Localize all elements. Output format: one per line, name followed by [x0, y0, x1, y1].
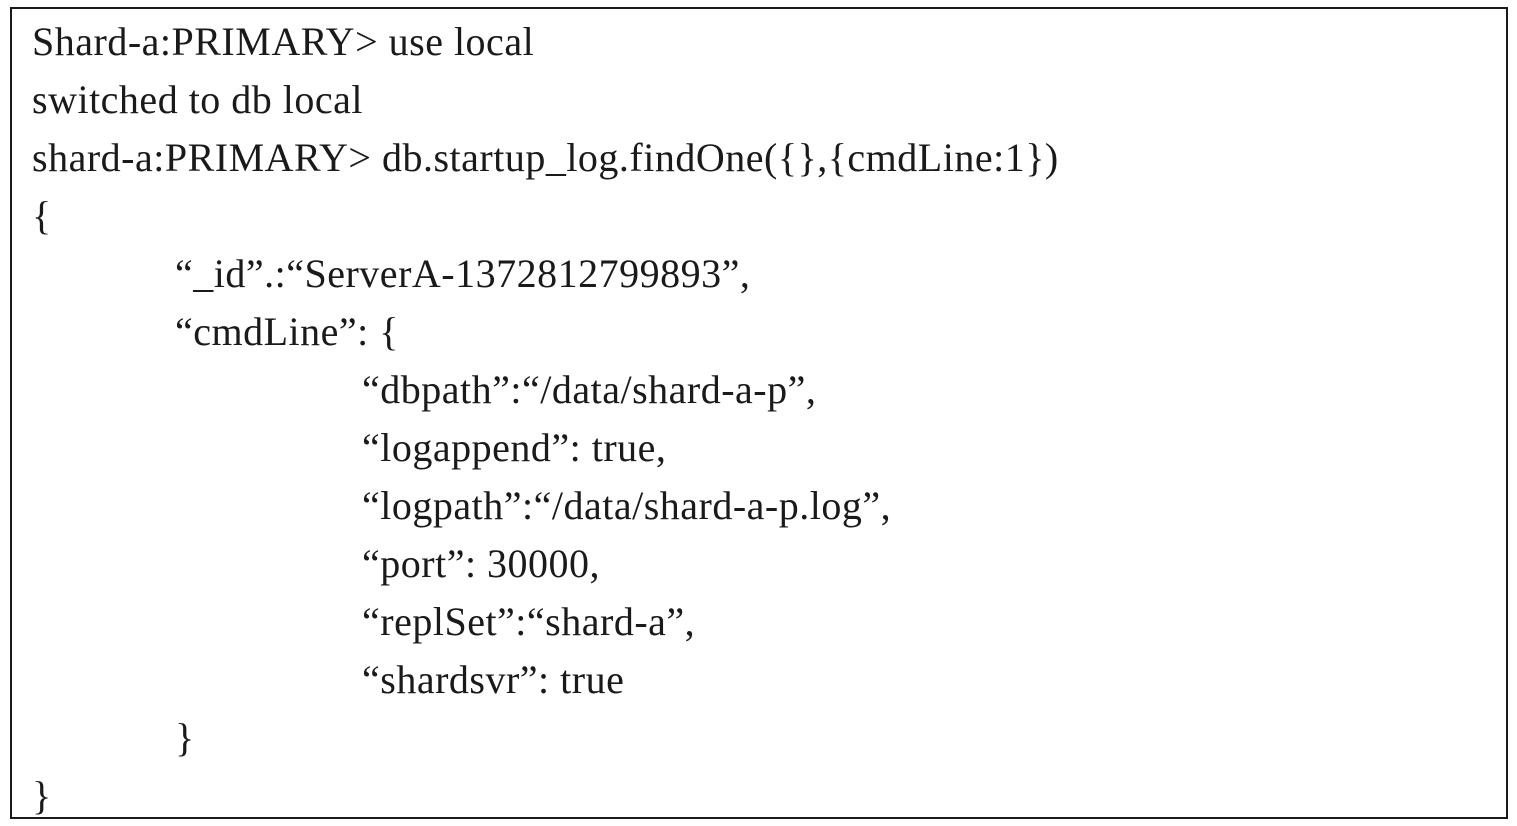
code-line-command-use: Shard-a:PRIMARY> use local [32, 18, 534, 66]
code-line-command-findone: shard-a:PRIMARY> db.startup_log.findOne(… [32, 134, 1059, 182]
code-line-port: “port”: 30000, [362, 540, 600, 588]
code-line-replset: “replSet”:“shard-a”, [362, 598, 695, 646]
code-line-cmdline-close: } [175, 714, 195, 762]
code-line-logpath: “logpath”:“/data/shard-a-p.log”, [362, 482, 891, 530]
code-line-close-brace: } [32, 772, 52, 820]
code-line-open-brace: { [32, 192, 52, 240]
code-line-switched-output: switched to db local [32, 76, 363, 124]
code-line-logappend: “logappend”: true, [362, 424, 666, 472]
code-line-id: “_id”.:“ServerA-1372812799893”, [175, 250, 750, 298]
code-block: Shard-a:PRIMARY> use local switched to d… [10, 7, 1508, 819]
code-line-dbpath: “dbpath”:“/data/shard-a-p”, [362, 366, 816, 414]
code-line-shardsvr: “shardsvr”: true [362, 656, 624, 704]
code-line-cmdline-open: “cmdLine”: { [175, 308, 399, 356]
